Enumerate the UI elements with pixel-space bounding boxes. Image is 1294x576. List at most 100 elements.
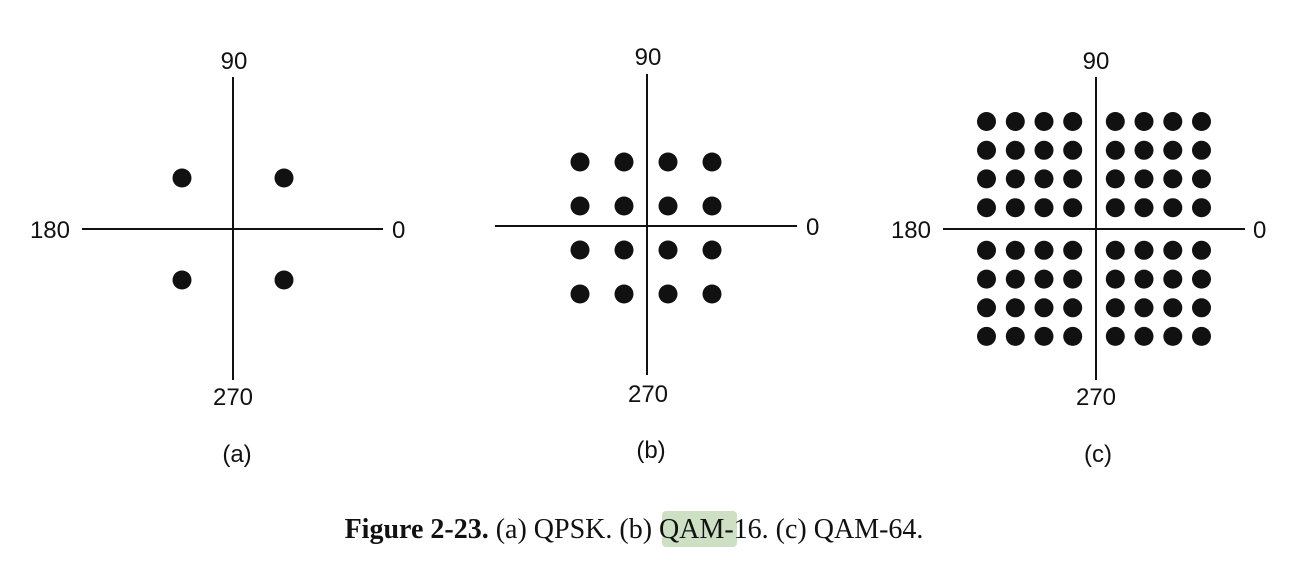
- diagram-qam-64: 90 180 0 270 (c): [891, 48, 1266, 468]
- constellation-point: [274, 168, 294, 188]
- axis-label-top: 90: [221, 48, 248, 75]
- constellation-point: [1192, 112, 1211, 131]
- constellation-point: [1134, 169, 1154, 189]
- constellation-point: [1105, 298, 1125, 318]
- constellation-point: [1034, 140, 1054, 160]
- axis-label-bottom: 270: [628, 381, 668, 408]
- constellation-point: [977, 298, 996, 318]
- constellation-point: [977, 169, 996, 189]
- constellation-point: [1134, 240, 1154, 260]
- constellation-point: [1034, 169, 1054, 189]
- constellation-point: [1192, 240, 1211, 260]
- constellation-point: [1163, 326, 1183, 346]
- diagram-label: (b): [636, 437, 665, 464]
- axis-label-bottom: 270: [213, 384, 253, 411]
- constellation-point: [1105, 169, 1125, 189]
- constellation-point: [1105, 269, 1125, 289]
- constellation-point: [1005, 298, 1025, 318]
- constellation-point: [1063, 269, 1083, 289]
- constellation-point: [658, 196, 678, 216]
- constellation-point: [1105, 326, 1125, 346]
- constellation-point: [1005, 112, 1025, 131]
- constellation-point: [702, 152, 722, 172]
- constellation-point: [1105, 198, 1125, 218]
- constellation-point: [1005, 140, 1025, 160]
- figure-caption: Figure 2-23. (a) QPSK. (b) QAM-16. (c) Q…: [345, 511, 924, 547]
- caption-highlighted-word: QAM: [659, 514, 724, 545]
- constellation-point: [614, 196, 634, 216]
- constellation-point: [274, 270, 294, 290]
- constellation-point: [1163, 269, 1183, 289]
- constellation-point: [1034, 269, 1054, 289]
- constellation-point: [1134, 198, 1154, 218]
- caption-figure-number: Figure 2-23.: [345, 514, 489, 545]
- caption-text-part2: -16. (c) QAM-64.: [724, 514, 923, 545]
- constellation-point: [1192, 140, 1211, 160]
- constellation-point: [1192, 169, 1211, 189]
- axis-label-top: 90: [635, 44, 662, 71]
- svg-text:Figure 2-23. (a) QPSK. (b) QA: Figure 2-23. (a) QPSK. (b) QAM-16. (c) Q…: [345, 514, 924, 545]
- constellation-point: [702, 240, 722, 260]
- constellation-point: [1192, 326, 1211, 346]
- axis-label-top: 90: [1083, 48, 1110, 75]
- constellation-point: [1134, 112, 1154, 131]
- constellation-point: [614, 240, 634, 260]
- constellation-point: [570, 152, 590, 172]
- constellation-point: [1005, 269, 1025, 289]
- constellation-point: [172, 168, 192, 188]
- constellation-point: [1063, 169, 1083, 189]
- constellation-point: [1063, 112, 1083, 131]
- constellation-point: [1063, 198, 1083, 218]
- constellation-point: [1034, 112, 1054, 131]
- constellation-point: [1192, 198, 1211, 218]
- constellation-point: [1163, 198, 1183, 218]
- axis-label-right: 0: [1253, 217, 1266, 244]
- constellation-point: [1163, 298, 1183, 318]
- constellation-point: [1163, 169, 1183, 189]
- constellation-point: [1063, 326, 1083, 346]
- caption-gap: [489, 514, 496, 545]
- constellation-point: [1005, 198, 1025, 218]
- axis-label-right: 0: [806, 214, 819, 241]
- constellation-point: [977, 326, 996, 346]
- diagram-label: (a): [222, 441, 251, 468]
- constellation-point: [1005, 326, 1025, 346]
- constellation-point: [1163, 112, 1183, 131]
- axis-label-left: 180: [891, 217, 931, 244]
- constellation-point: [1034, 326, 1054, 346]
- constellation-point: [1034, 198, 1054, 218]
- constellation-points: [172, 168, 294, 290]
- constellation-point: [1134, 298, 1154, 318]
- constellation-point: [1105, 112, 1125, 131]
- constellation-point: [1134, 269, 1154, 289]
- constellation-point: [614, 284, 634, 304]
- constellation-point: [658, 284, 678, 304]
- constellation-points: [570, 152, 722, 304]
- constellation-point: [1034, 298, 1054, 318]
- constellation-point: [658, 240, 678, 260]
- constellation-point: [1192, 269, 1211, 289]
- constellation-point: [570, 240, 590, 260]
- diagram-qpsk: 90 180 0 270 (a): [30, 48, 405, 468]
- constellation-point: [1163, 240, 1183, 260]
- axis-label-left: 180: [30, 217, 70, 244]
- diagram-qam-16: 90 0 270 (b): [495, 44, 819, 464]
- constellation-point: [614, 152, 634, 172]
- constellation-point: [1105, 240, 1125, 260]
- axis-label-right: 0: [392, 217, 405, 244]
- caption-highlight: [662, 511, 737, 547]
- constellation-point: [1105, 140, 1125, 160]
- constellation-point: [977, 140, 996, 160]
- constellation-point: [172, 270, 192, 290]
- constellation-point: [1005, 240, 1025, 260]
- constellation-point: [977, 240, 996, 260]
- constellation-point: [658, 152, 678, 172]
- constellation-point: [1163, 140, 1183, 160]
- constellation-point: [702, 284, 722, 304]
- constellation-point: [977, 112, 996, 131]
- axis-label-bottom: 270: [1076, 384, 1116, 411]
- constellation-point: [1134, 326, 1154, 346]
- constellation-point: [1034, 240, 1054, 260]
- caption-text-part1: (a) QPSK. (b): [496, 514, 659, 545]
